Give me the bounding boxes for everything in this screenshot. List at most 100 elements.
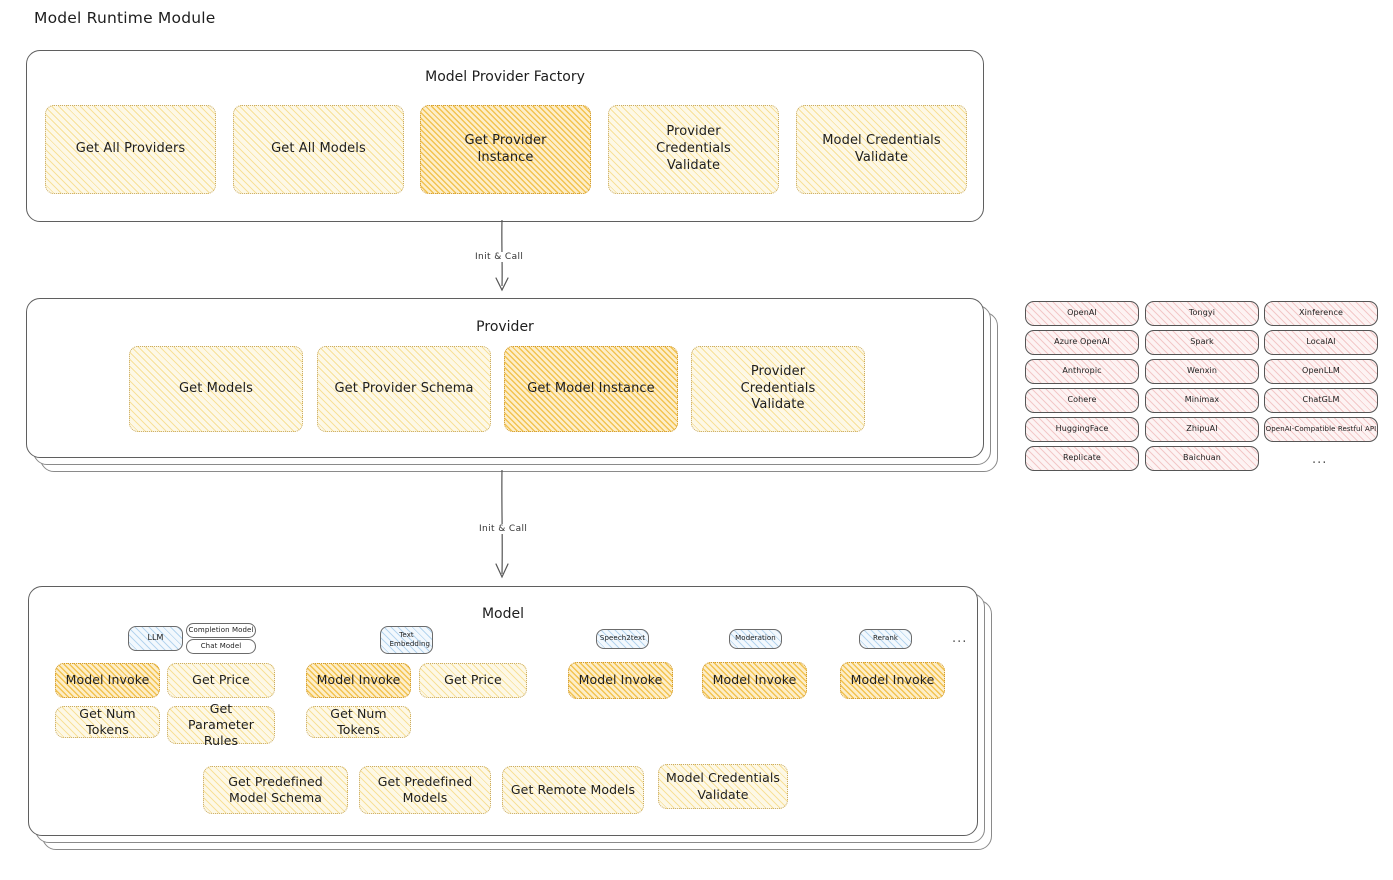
page-title: Model Runtime Module <box>34 9 216 27</box>
arrow-label-init-call-1: Init & Call <box>472 252 527 262</box>
model-type-label: Moderation <box>735 634 776 643</box>
arrow-label-init-call-2: Init & Call <box>476 524 531 534</box>
model-title: Model <box>481 606 525 622</box>
provider-chip-label: Spark <box>1190 337 1214 347</box>
factory-item-label: Get All Models <box>271 141 366 157</box>
model-subtype-chat-model[interactable]: Chat Model <box>186 639 256 654</box>
provider-item-get-models[interactable]: Get Models <box>129 346 303 432</box>
provider-chip-label: Minimax <box>1184 395 1220 405</box>
provider-chip-azure-openai[interactable]: Azure OpenAI <box>1025 330 1139 355</box>
provider-chip-anthropic[interactable]: Anthropic <box>1025 359 1139 384</box>
model-method-label: Model Invoke <box>578 672 663 688</box>
model-shared-label: Get Predefined Model Schema <box>228 773 323 805</box>
provider-chip-cohere[interactable]: Cohere <box>1025 388 1139 413</box>
provider-chip-openai[interactable]: OpenAI <box>1025 301 1139 326</box>
provider-chip-label: Cohere <box>1067 395 1097 405</box>
provider-chip-baichuan[interactable]: Baichuan <box>1145 446 1259 471</box>
provider-list-more: ... <box>1312 452 1328 467</box>
provider-chip-label: Tongyi <box>1188 308 1216 318</box>
model-type-rerank[interactable]: Rerank <box>859 629 912 649</box>
provider-chip-label: ChatGLM <box>1302 395 1340 405</box>
model-type-label: Text Embedding <box>389 631 431 648</box>
model-type-label: LLM <box>147 633 164 643</box>
provider-chip-label: LocalAI <box>1306 337 1336 347</box>
factory-item-provider-credentials-validate[interactable]: Provider Credentials Validate <box>608 105 779 194</box>
model-method-llm-get-parameter-rules[interactable]: Get Parameter Rules <box>167 701 275 748</box>
model-method-rerank-model-invoke[interactable]: Model Invoke <box>840 662 945 699</box>
provider-chip-openai-compatible-restful-api[interactable]: OpenAI-Compatible Restful API <box>1264 417 1378 442</box>
provider-item-label: Get Model Instance <box>527 380 655 396</box>
model-shared-get-remote-models[interactable]: Get Remote Models <box>502 766 644 814</box>
provider-chip-label: HuggingFace <box>1055 424 1109 434</box>
model-type-llm[interactable]: LLM <box>128 626 183 651</box>
model-method-llm-get-num-tokens[interactable]: Get Num Tokens <box>55 706 160 738</box>
factory-item-label: Get Provider Instance <box>464 132 547 165</box>
factory-title: Model Provider Factory <box>425 69 585 85</box>
provider-chip-replicate[interactable]: Replicate <box>1025 446 1139 471</box>
provider-chip-label: Xinference <box>1299 308 1343 318</box>
provider-item-get-provider-schema[interactable]: Get Provider Schema <box>317 346 491 432</box>
provider-title: Provider <box>476 319 534 335</box>
provider-chip-label: OpenAI-Compatible Restful API <box>1265 424 1377 433</box>
model-subtype-label: Completion Model <box>188 625 254 634</box>
model-method-label: Get Parameter Rules <box>188 700 254 749</box>
model-type-label: Speech2text <box>599 634 646 643</box>
model-shared-model-credentials-validate[interactable]: Model Credentials Validate <box>658 764 788 809</box>
model-type-moderation[interactable]: Moderation <box>729 629 782 649</box>
provider-chip-tongyi[interactable]: Tongyi <box>1145 301 1259 326</box>
model-method-embedding-get-num-tokens[interactable]: Get Num Tokens <box>306 706 411 738</box>
provider-item-label: Get Provider Schema <box>334 380 474 396</box>
provider-chip-minimax[interactable]: Minimax <box>1145 388 1259 413</box>
model-method-label: Get Price <box>192 672 250 688</box>
provider-chip-label: Anthropic <box>1062 366 1102 376</box>
provider-chip-zhipuai[interactable]: ZhipuAI <box>1145 417 1259 442</box>
model-method-speech2text-model-invoke[interactable]: Model Invoke <box>568 662 673 699</box>
model-method-label: Model Invoke <box>316 672 401 688</box>
provider-chip-label: OpenLLM <box>1302 366 1340 376</box>
provider-chip-spark[interactable]: Spark <box>1145 330 1259 355</box>
model-type-speech2text[interactable]: Speech2text <box>596 629 649 649</box>
provider-item-label: Get Models <box>178 380 254 396</box>
provider-chip-xinference[interactable]: Xinference <box>1264 301 1378 326</box>
model-type-text-embedding[interactable]: Text Embedding <box>380 626 433 654</box>
model-type-label: Rerank <box>872 634 899 643</box>
provider-chip-localai[interactable]: LocalAI <box>1264 330 1378 355</box>
factory-item-label: Provider Credentials Validate <box>656 124 731 173</box>
provider-chip-openllm[interactable]: OpenLLM <box>1264 359 1378 384</box>
provider-item-provider-credentials-validate[interactable]: Provider Credentials Validate <box>691 346 865 432</box>
model-method-label: Model Invoke <box>850 672 935 688</box>
model-method-embedding-get-price[interactable]: Get Price <box>419 663 527 698</box>
model-method-llm-get-price[interactable]: Get Price <box>167 663 275 698</box>
provider-chip-huggingface[interactable]: HuggingFace <box>1025 417 1139 442</box>
arrow-provider-to-model <box>495 469 509 579</box>
model-shared-get-predefined-model-schema[interactable]: Get Predefined Model Schema <box>203 766 348 814</box>
model-subtype-label: Chat Model <box>200 641 242 650</box>
model-shared-label: Model Credentials Validate <box>665 770 781 802</box>
provider-item-get-model-instance[interactable]: Get Model Instance <box>504 346 678 432</box>
provider-chip-chatglm[interactable]: ChatGLM <box>1264 388 1378 413</box>
model-shared-get-predefined-models[interactable]: Get Predefined Models <box>359 766 491 814</box>
factory-item-label: Get All Providers <box>75 141 186 157</box>
provider-chip-label: OpenAI <box>1067 308 1097 318</box>
model-method-label: Get Num Tokens <box>79 705 136 737</box>
factory-item-get-provider-instance[interactable]: Get Provider Instance <box>420 105 591 194</box>
model-shared-label: Get Remote Models <box>510 781 636 797</box>
model-method-label: Get Price <box>444 672 502 688</box>
provider-chip-wenxin[interactable]: Wenxin <box>1145 359 1259 384</box>
factory-item-model-credentials-validate[interactable]: Model Credentials Validate <box>796 105 967 194</box>
model-subtype-completion-model[interactable]: Completion Model <box>186 623 256 638</box>
provider-chip-label: Azure OpenAI <box>1054 337 1110 347</box>
model-method-label: Model Invoke <box>712 672 797 688</box>
model-method-embedding-model-invoke[interactable]: Model Invoke <box>306 663 411 698</box>
factory-item-get-all-models[interactable]: Get All Models <box>233 105 404 194</box>
model-method-llm-model-invoke[interactable]: Model Invoke <box>55 663 160 698</box>
provider-chip-label: Replicate <box>1063 453 1101 463</box>
model-method-moderation-model-invoke[interactable]: Model Invoke <box>702 662 807 699</box>
provider-item-label: Provider Credentials Validate <box>740 363 816 413</box>
model-method-label: Model Invoke <box>65 672 150 688</box>
provider-chip-label: ZhipuAI <box>1186 424 1218 434</box>
model-method-label: Get Num Tokens <box>330 705 387 737</box>
factory-item-get-all-providers[interactable]: Get All Providers <box>45 105 216 194</box>
model-types-more: ... <box>952 631 968 646</box>
provider-chip-label: Baichuan <box>1183 453 1221 463</box>
